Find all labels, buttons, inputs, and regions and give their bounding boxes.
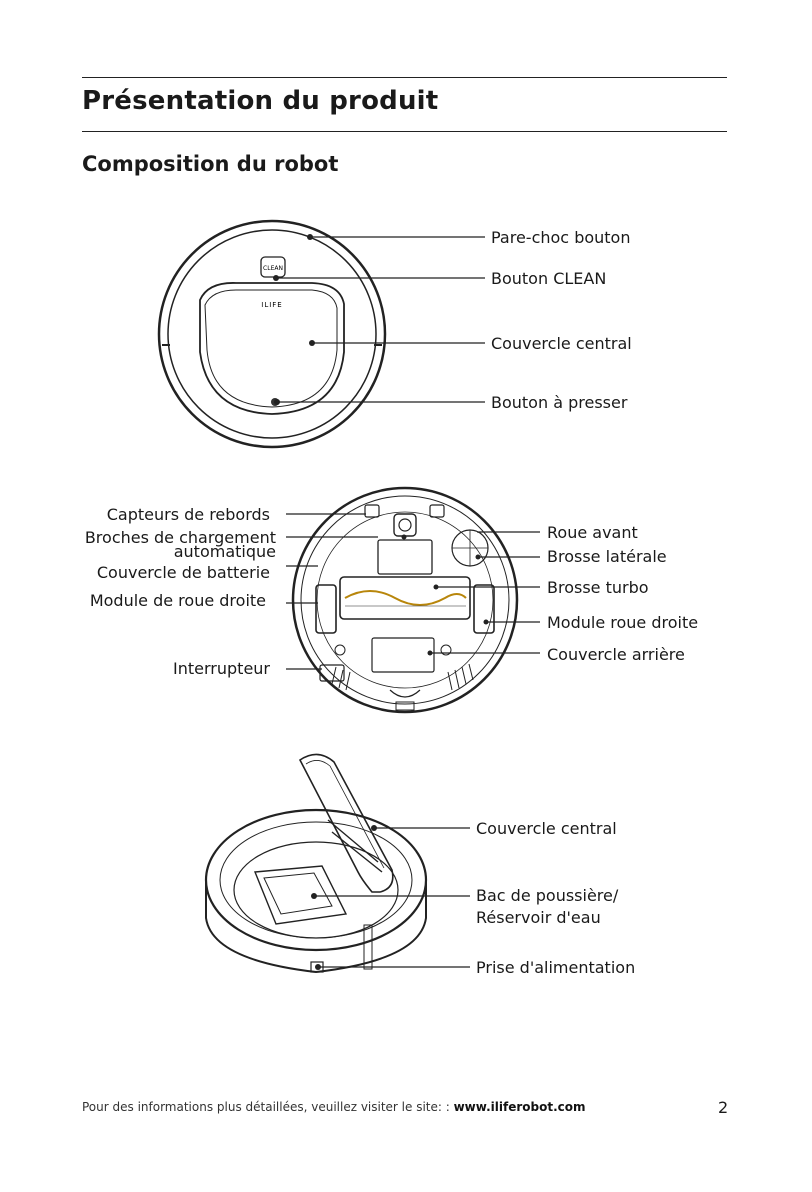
page-number: 2 [718,1098,729,1117]
label-front-wheel: Roue avant [547,523,638,542]
label-power-switch: Interrupteur [173,659,270,678]
label-charging-pins-line2: automatique [173,542,276,561]
label-cliff-sensors: Capteurs de rebords [106,505,270,524]
clean-button-text: CLEAN [263,265,283,272]
label-side-brush: Brosse latérale [547,547,667,566]
label-turbo-brush: Brosse turbo [547,578,649,597]
label-central-cover: Couvercle central [491,334,632,353]
label-dust-bin: Bac de poussière/ [476,886,619,905]
label-charging-pins: Broches de chargement [84,528,276,547]
label-rear-cover: Couvercle arrière [547,645,685,664]
label-press-button: Bouton à presser [491,393,628,412]
brand-logo-text: ILIFE [261,301,282,309]
page-title: Présentation du produit [82,86,439,116]
footer-note: Pour des informations plus détaillées, v… [82,1100,586,1114]
label-water-tank: Réservoir d'eau [476,908,601,927]
footer-text: Pour des informations plus détaillées, v… [82,1100,454,1114]
footer-url[interactable]: www.iliferobot.com [453,1100,586,1114]
label-central-cover-open: Couvercle central [476,819,617,838]
header-rule-bottom [82,131,727,132]
label-wheel-module-right: Module roue droite [547,613,699,632]
label-battery-cover: Couvercle de batterie [96,563,270,582]
label-bumper-button: Pare-choc bouton [491,228,631,247]
label-clean-button: Bouton CLEAN [491,269,607,288]
label-power-socket: Prise d'alimentation [476,958,636,977]
section-title: Composition du robot [82,152,339,176]
header-rule-top [82,77,727,78]
label-wheel-module-left: Module de roue droite [89,591,266,610]
